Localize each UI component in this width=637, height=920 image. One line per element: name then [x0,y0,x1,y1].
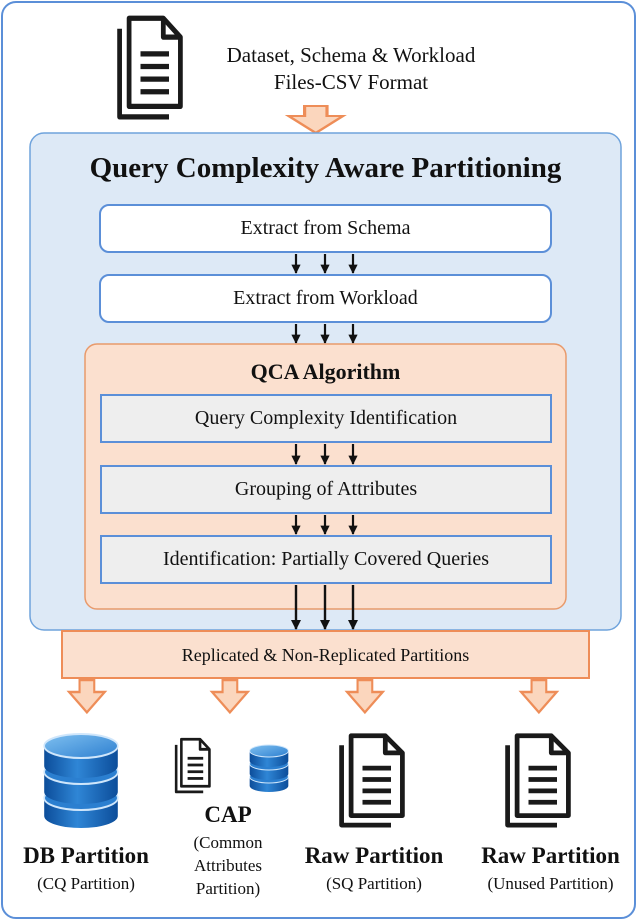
output-2-sub-line2: Attributes [194,856,262,875]
output-2-title: CAP [204,802,252,827]
extract-workload-box [99,274,552,323]
input-label-line1: Dataset, Schema & Workload [226,43,476,67]
document-stack-icon [174,737,211,794]
qca-step-2-box [100,465,552,514]
document-stack-icon [120,18,181,117]
document-stack-icon [342,736,403,825]
extract-workload-label: Extract from Workload [233,287,418,309]
extract-schema-box [99,204,552,253]
qcp-title: Query Complexity Aware Partitioning [89,152,562,184]
output-4-title: Raw Partition [481,843,620,868]
output-3-title: Raw Partition [304,843,444,868]
qca-step-3-box [100,535,552,584]
arrows-qca-step1-to-step2 [291,444,358,465]
document-stack-icon [508,736,569,825]
qca-step-1-label: Query Complexity Identification [194,407,458,429]
arrows-to-output-bar [290,585,359,631]
output-bar-label: Replicated & Non-Replicated Partitions [181,645,470,665]
arrows-schema-to-workload [291,254,358,274]
extract-schema-label: Extract from Schema [240,217,411,239]
arrows-workload-to-qca [291,324,358,344]
output-2-sub-line3: Partition) [195,879,261,898]
qca-step-2-label: Grouping of Attributes [234,478,418,500]
output-bar [61,630,590,679]
qca-title: QCA Algorithm [250,359,401,384]
output-4-sub: (Unused Partition) [487,874,614,893]
output-3-sub: (SQ Partition) [326,874,422,893]
output-1-title: DB Partition [23,843,149,868]
arrows-qca-step2-to-step3 [291,515,358,535]
database-icon [43,733,119,829]
database-icon [249,744,289,793]
output-2-sub-line1: (Common [193,833,263,852]
qca-step-1-box [100,394,552,443]
qca-step-3-label: Identification: Partially Covered Querie… [162,548,489,570]
output-1-sub: (CQ Partition) [37,874,135,893]
input-label-line2: Files-CSV Format [273,70,429,94]
